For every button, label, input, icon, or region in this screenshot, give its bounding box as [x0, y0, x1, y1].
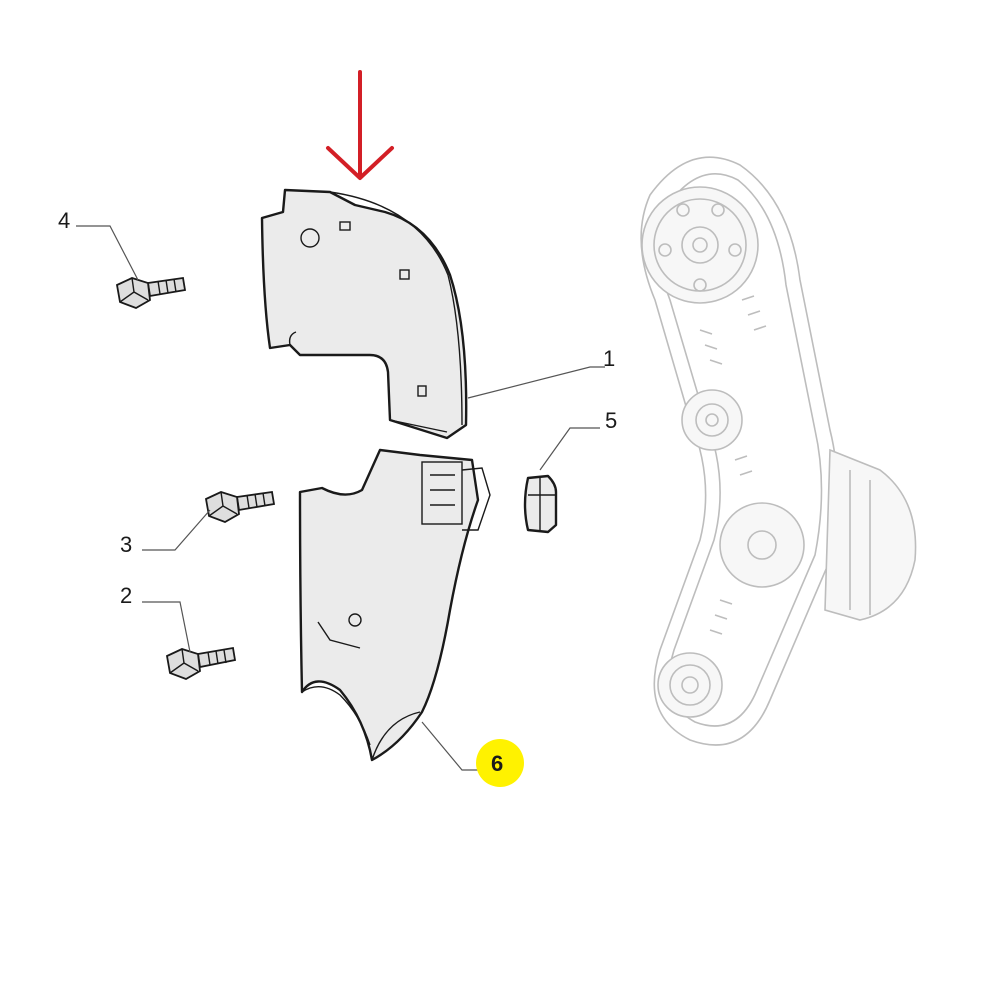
callout-label-4: 4	[58, 208, 70, 233]
part-4-bolt	[115, 276, 187, 309]
callout-label-3: 3	[120, 532, 132, 557]
callout-labels: 1 2 3 4 5 6	[58, 208, 617, 776]
leader-4	[76, 225, 139, 281]
timing-belt-assembly-background	[640, 156, 917, 746]
part-6-lower-timing-cover	[298, 448, 491, 762]
part-1-upper-timing-cover	[260, 188, 468, 440]
callout-label-6: 6	[491, 751, 503, 776]
part-2-bolt	[165, 646, 237, 680]
part-3-bolt	[204, 490, 276, 523]
callout-label-2: 2	[120, 583, 132, 608]
leader-1	[467, 366, 605, 399]
leader-3	[142, 509, 211, 551]
callout-6-highlight	[476, 739, 524, 787]
part-5-clip	[523, 474, 558, 534]
callout-label-1: 1	[603, 346, 615, 371]
callout-label-5: 5	[605, 408, 617, 433]
leader-5	[539, 427, 600, 471]
indicator-arrow	[326, 70, 394, 180]
leader-2	[142, 601, 191, 653]
